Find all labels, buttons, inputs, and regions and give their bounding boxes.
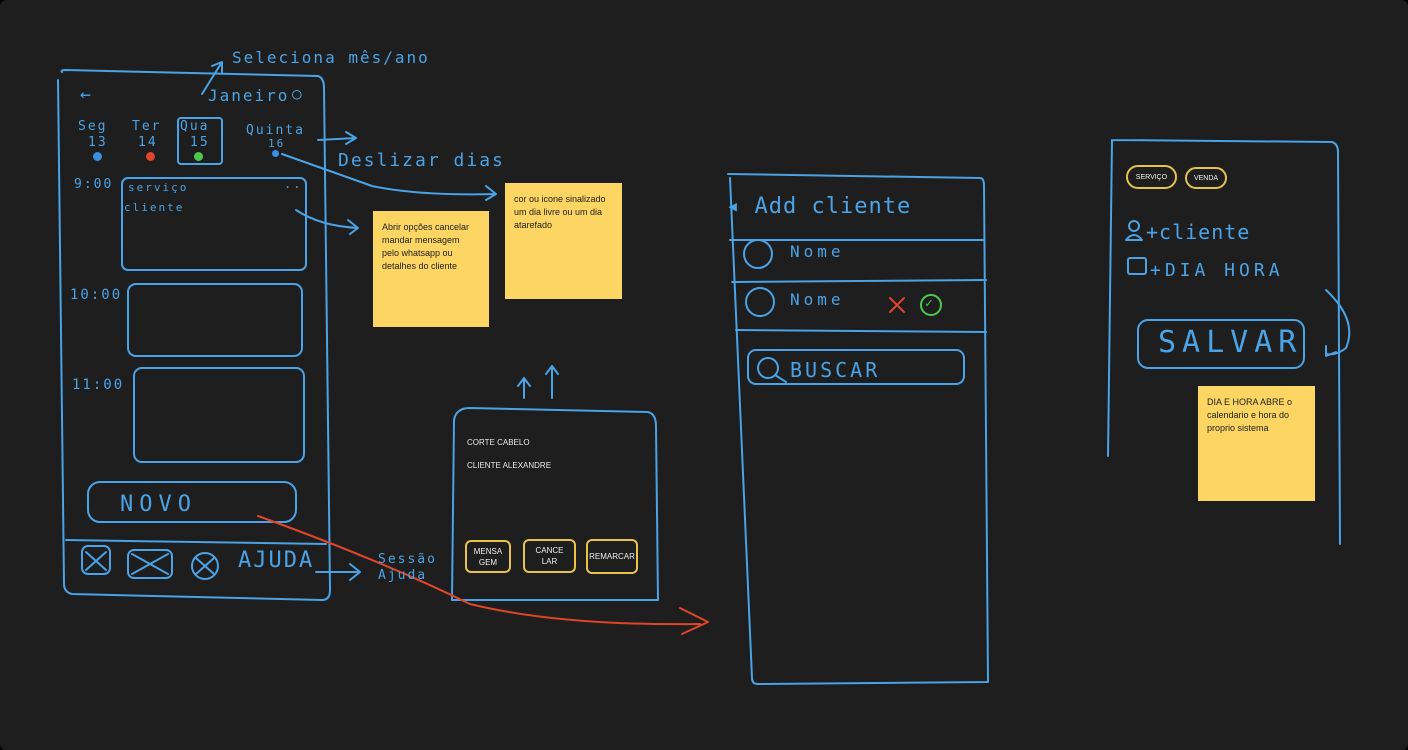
nav-icon-1[interactable] — [82, 546, 110, 574]
nav-icon-3[interactable] — [192, 553, 218, 579]
time-label-11: 11:00 — [72, 377, 125, 393]
nav-icon-2[interactable] — [128, 550, 172, 578]
sticky-status-note: cor ou icone sinalizado um dia livre ou … — [505, 183, 622, 299]
card-client[interactable]: cliente — [124, 201, 185, 214]
detail-service: CORTE CABELO — [467, 438, 530, 447]
card-menu-icon[interactable]: ... — [284, 177, 312, 191]
day-number: 14 — [138, 135, 158, 150]
annotation-help-session: Sessão Ajuda — [378, 552, 437, 583]
card-service[interactable]: serviço — [128, 181, 189, 194]
save-button[interactable]: SALVAR — [1158, 325, 1303, 360]
reject-x-icon[interactable] — [886, 294, 906, 314]
red-x-mark — [889, 297, 905, 313]
reschedule-button[interactable]: REMARCAR — [586, 539, 638, 574]
annotation-select-month: Seleciona mês/ano — [232, 48, 430, 67]
new-button-outline — [87, 481, 297, 523]
arrow-swipe — [317, 131, 357, 145]
day-status-dot — [194, 152, 203, 161]
datetime-line[interactable]: +DIA HORA — [1150, 260, 1284, 281]
selected-day-box — [177, 117, 223, 165]
new-button[interactable]: NOVO — [120, 492, 197, 517]
arrow-month — [201, 61, 223, 95]
detail-frame — [451, 407, 659, 601]
arrow-status — [281, 153, 497, 201]
search-icon[interactable] — [758, 358, 788, 386]
day-number: 15 — [190, 135, 210, 150]
sticky-options-note: Abrir opções cancelar mandar mensagem pe… — [373, 211, 489, 327]
agenda-nav-divider — [65, 539, 327, 545]
green-check-circle — [920, 294, 942, 316]
tab-sale[interactable]: VENDA — [1185, 167, 1227, 189]
time-label-9: 9:00 — [74, 177, 114, 192]
day-status-dot — [146, 152, 155, 161]
day-name: Quinta — [246, 123, 305, 138]
month-label[interactable]: Janeiro — [208, 86, 290, 105]
annotation-swipe-days: Deslizar dias — [338, 150, 505, 171]
message-button[interactable]: MENSA GEM — [465, 540, 511, 573]
back-arrow-icon[interactable]: ← — [80, 84, 93, 105]
card-11 — [133, 367, 305, 463]
day-name: Ter — [132, 119, 162, 134]
card-10 — [127, 283, 303, 357]
day-number: 16 — [268, 137, 286, 150]
detail-client: CLIENTE ALEXANDRE — [467, 461, 552, 470]
person-icon — [1124, 218, 1146, 242]
arrow-options — [295, 209, 359, 235]
tab-service[interactable]: SERVIÇO — [1126, 165, 1177, 189]
red-flow-arrow — [257, 515, 709, 635]
arrow-help — [315, 563, 361, 581]
day-status-dot — [93, 152, 102, 161]
day-number: 13 — [88, 135, 108, 150]
agenda-frame — [57, 69, 331, 601]
cancel-button[interactable]: CANCE LAR — [523, 539, 576, 573]
month-toggle-icon[interactable]: ○ — [292, 84, 304, 103]
add-client-title-text: Add cliente — [754, 194, 912, 219]
confirm-check-icon[interactable]: ✓ — [925, 296, 933, 311]
search-label[interactable]: BUSCAR — [790, 358, 881, 382]
day-status-dot — [272, 150, 279, 157]
time-label-10: 10:00 — [70, 287, 123, 303]
new-form-frame — [1107, 139, 1341, 545]
add-client-title: ◂ Add cliente — [726, 196, 911, 218]
day-name: Seg — [78, 119, 108, 134]
card-9 — [121, 177, 307, 271]
sticky-datetime-note: DIA E HORA ABRE o calendario e hora do p… — [1198, 386, 1315, 501]
back-icon[interactable]: ◂ — [726, 194, 755, 219]
add-client-frame — [727, 173, 989, 685]
nav-help[interactable]: AJUDA — [238, 548, 315, 573]
add-client-line[interactable]: +cliente — [1146, 220, 1251, 244]
client-row-name[interactable]: Nome — [790, 242, 845, 261]
calendar-icon — [1126, 256, 1148, 276]
day-name: Qua — [180, 119, 210, 134]
client-row-name[interactable]: Nome — [790, 290, 845, 309]
